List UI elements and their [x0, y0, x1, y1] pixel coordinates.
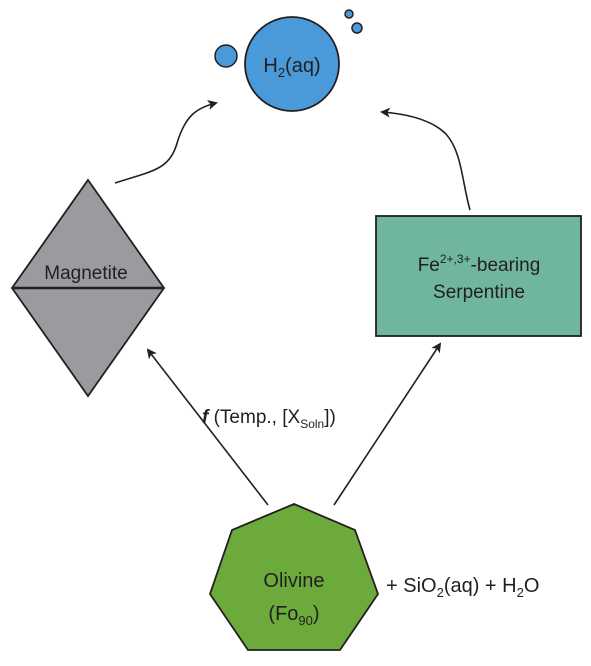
- h2-tiny-bubble-top: [344, 9, 354, 19]
- serpentine-label-line2: Serpentine: [433, 282, 525, 303]
- h2-tiny-bubble: [351, 22, 363, 34]
- h2-main-bubble: [244, 16, 340, 112]
- arrow-serpentine-to-h2: [380, 107, 471, 211]
- serpentine-label-line1: Fe2+,3+-bearing: [418, 252, 541, 276]
- serpentine-box: [375, 215, 582, 337]
- serpentine-node: Fe2+,3+-bearing Serpentine: [375, 215, 582, 337]
- olivine-node: Olivine (Fo90): [209, 503, 380, 651]
- olivine-label-line2: (Fo90): [268, 603, 319, 628]
- olivine-heptagon: [209, 503, 380, 651]
- reactants-annotation: + SiO2(aq) + H2O: [386, 575, 539, 600]
- magnetite-node: Magnetite: [10, 178, 166, 398]
- h2-small-bubble: [214, 44, 238, 68]
- h2-node: H2(aq): [214, 9, 363, 112]
- olivine-label-line1: Olivine: [263, 570, 324, 592]
- h2-label: H2(aq): [263, 55, 320, 80]
- arrow-magnetite-to-h2: [114, 100, 218, 184]
- magnetite-label: Magnetite: [44, 263, 127, 284]
- arrow-olivine-to-magnetite: [146, 348, 269, 506]
- function-annotation: f (Temp., [XSoln]): [202, 407, 336, 431]
- arrow-olivine-to-serpentine: [333, 342, 442, 506]
